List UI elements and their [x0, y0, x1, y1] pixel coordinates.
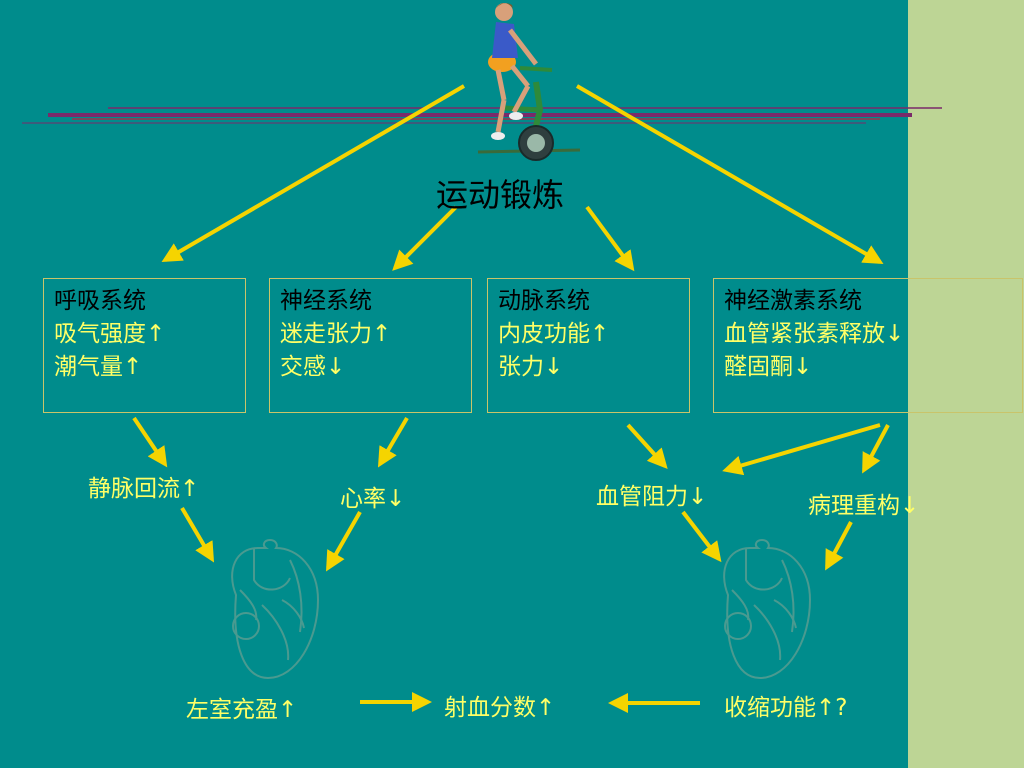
box-heading: 神经激素系统 — [724, 288, 862, 314]
diagram-title: 运动锻炼 — [436, 176, 565, 214]
arrow-remodeling-to-heart — [825, 521, 853, 571]
box-line: 交感↓ — [280, 354, 346, 380]
label-ejection-fraction: 射血分数↑ — [444, 695, 556, 721]
box-line: 吸气强度↑ — [54, 321, 166, 347]
arrow-nervous-to-heart-rate — [377, 416, 409, 468]
box-line: 潮气量↑ — [54, 354, 143, 380]
exercise-bike-icon — [477, 3, 581, 161]
arrow-neurohormonal-to-vascular-resistance — [722, 423, 881, 476]
arrow-heart-rate-to-heart — [326, 511, 362, 572]
arrow-exercise-to-nervous — [392, 205, 458, 271]
arrow-venous-return-to-heart — [180, 506, 215, 563]
label-heart-rate: 心率↓ — [340, 486, 406, 512]
box-nervous-system: 神经系统 迷走张力↑ 交感↓ — [269, 278, 472, 413]
label-systolic-function: 收缩功能↑? — [724, 695, 848, 721]
box-line: 血管紧张素释放↓ — [724, 321, 905, 347]
label-pathological-remodeling: 病理重构↓ — [808, 493, 920, 519]
box-arterial-system: 动脉系统 内皮功能↑ 张力↓ — [487, 278, 690, 413]
arrow-neurohormonal-to-remodeling — [862, 424, 890, 474]
box-heading: 动脉系统 — [498, 288, 590, 314]
arrow-arterial-to-vascular-resistance — [626, 423, 668, 469]
arrow-exercise-to-neurohormonal — [575, 84, 884, 265]
heart-outline-icon — [723, 538, 812, 680]
box-neurohormonal-system: 神经激素系统 血管紧张素释放↓ 醛固酮↓ — [713, 278, 1023, 413]
decorative-stripes — [22, 107, 942, 124]
box-line: 张力↓ — [498, 354, 564, 380]
flow-arrows — [132, 84, 890, 713]
arrow-exercise-to-arterial — [585, 205, 635, 272]
side-band — [908, 0, 1024, 768]
arrow-respiratory-to-venous-return — [132, 416, 168, 468]
box-respiratory-system: 呼吸系统 吸气强度↑ 潮气量↑ — [43, 278, 246, 413]
label-lv-filling: 左室充盈↑ — [186, 697, 298, 723]
box-line: 内皮功能↑ — [498, 321, 610, 347]
box-heading: 神经系统 — [280, 288, 372, 314]
label-vascular-resistance: 血管阻力↓ — [596, 484, 708, 510]
arrow-vascular-resistance-to-heart — [681, 510, 722, 563]
box-line: 迷走张力↑ — [280, 321, 392, 347]
arrow-exercise-to-respiratory — [161, 84, 466, 263]
label-venous-return: 静脉回流↑ — [88, 476, 200, 502]
box-heading: 呼吸系统 — [54, 288, 146, 314]
box-line: 醛固酮↓ — [724, 354, 813, 380]
heart-outline-icon — [231, 538, 320, 680]
